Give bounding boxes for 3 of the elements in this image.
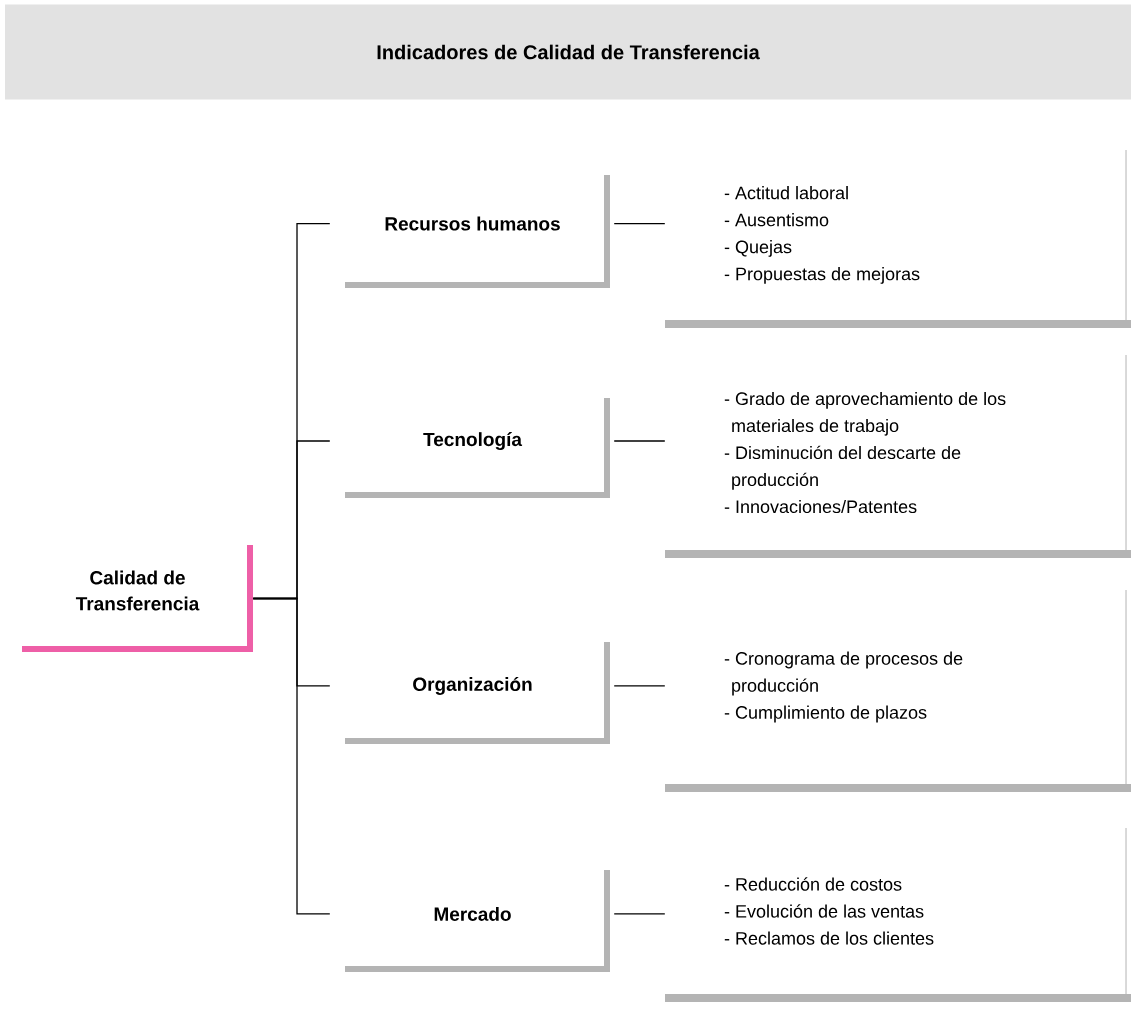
category-box: Mercado: [345, 870, 610, 972]
title-banner: Indicadores de Calidad de Transferencia: [5, 4, 1131, 100]
connector-line: [252, 597, 331, 915]
